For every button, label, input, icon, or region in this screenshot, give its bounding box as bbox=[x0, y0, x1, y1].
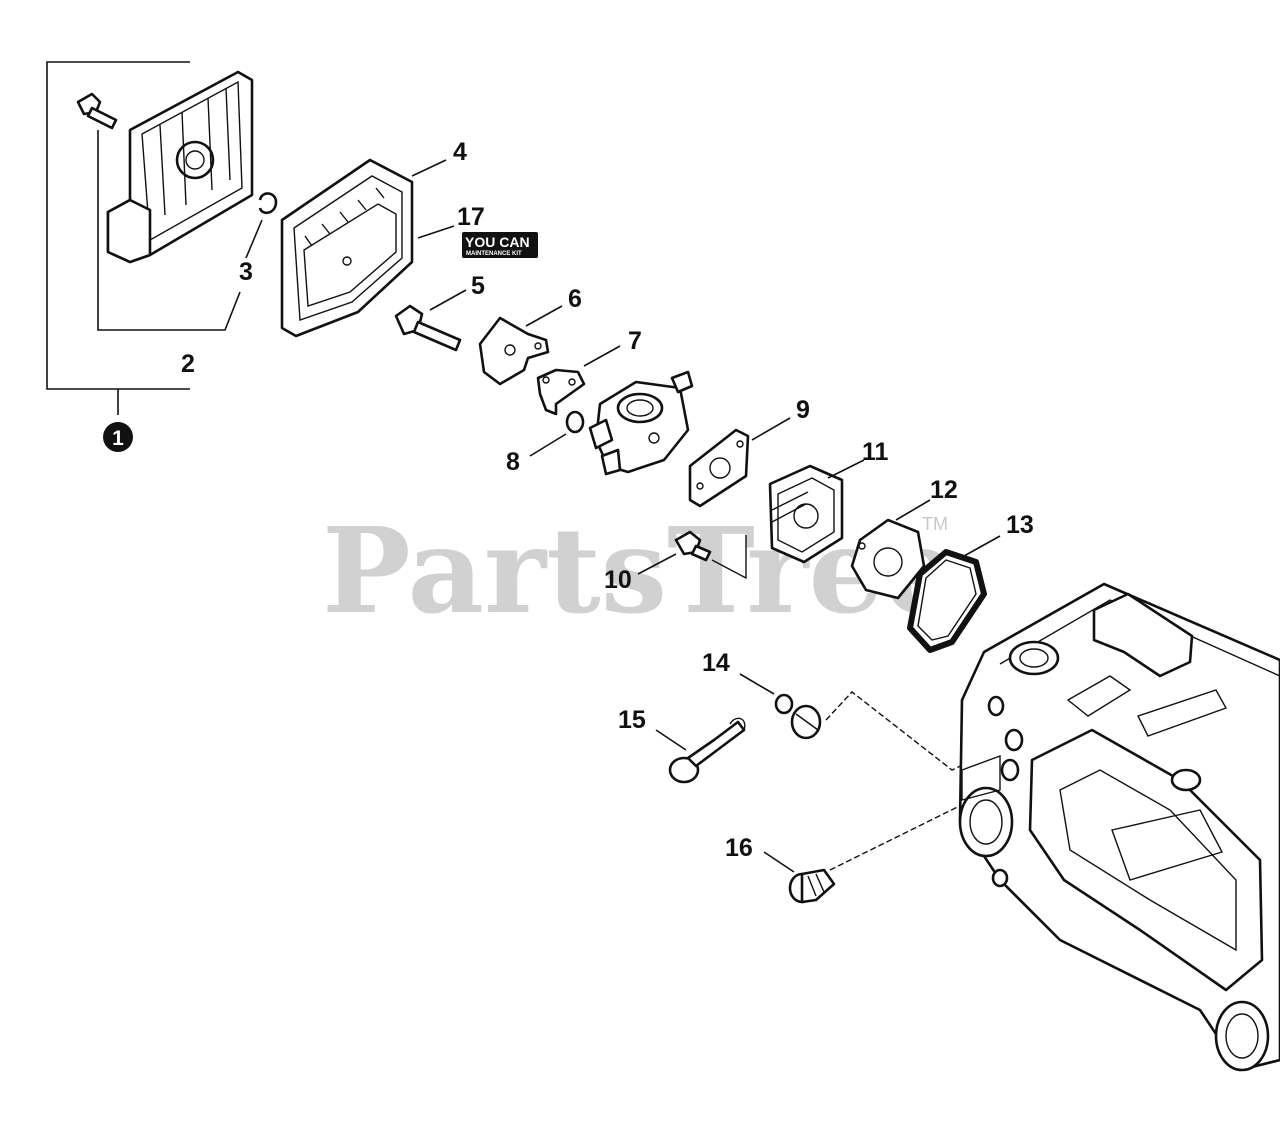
screw-part-10[interactable] bbox=[674, 530, 747, 580]
carburetor[interactable] bbox=[588, 370, 694, 476]
plate-part-7[interactable] bbox=[536, 368, 586, 416]
screw-part-5[interactable] bbox=[394, 304, 462, 352]
air-filter-part-4[interactable] bbox=[280, 158, 414, 338]
callout-12: 12 bbox=[930, 476, 958, 504]
callout-7: 7 bbox=[628, 327, 642, 355]
callout-15: 15 bbox=[618, 706, 646, 734]
air-filter-cover[interactable] bbox=[106, 70, 254, 264]
plug-part-16[interactable] bbox=[788, 785, 1001, 904]
primer-part-15[interactable] bbox=[668, 717, 746, 784]
kit-badge-line2: MAINTENANCE KIT bbox=[466, 251, 522, 257]
callout-8: 8 bbox=[506, 448, 520, 476]
gasket-part-12[interactable] bbox=[850, 518, 926, 600]
callout-6: 6 bbox=[568, 285, 582, 313]
callout-10: 10 bbox=[604, 566, 632, 594]
callout-1-label: 1 bbox=[112, 427, 124, 450]
bracket-part-6[interactable] bbox=[478, 316, 550, 386]
callout-11: 11 bbox=[862, 438, 889, 466]
callout-1: 1 bbox=[103, 422, 133, 452]
callout-5: 5 bbox=[471, 272, 485, 300]
callout-14: 14 bbox=[702, 649, 730, 677]
callout-2: 2 bbox=[181, 350, 195, 378]
kit-badge-line1: YOU CAN bbox=[465, 234, 530, 250]
callout-16: 16 bbox=[725, 834, 753, 862]
callout-4: 4 bbox=[453, 138, 467, 166]
callout-9: 9 bbox=[796, 396, 810, 424]
leader-lines bbox=[411, 159, 1001, 873]
callout-13: 13 bbox=[1006, 511, 1034, 539]
clip-part-3[interactable] bbox=[245, 192, 278, 259]
engine-housing bbox=[958, 582, 1280, 1072]
callout-3: 3 bbox=[239, 258, 253, 286]
spring-part-14[interactable] bbox=[774, 691, 991, 771]
maintenance-kit-badge: YOU CAN MAINTENANCE KIT bbox=[462, 232, 538, 258]
gasket-part-9[interactable] bbox=[688, 428, 750, 508]
watermark-trademark: TM bbox=[922, 514, 948, 534]
insulator-part-11[interactable] bbox=[768, 464, 844, 564]
callout-17: 17 bbox=[457, 203, 485, 231]
screw-part-2[interactable] bbox=[76, 92, 118, 130]
assembly-brackets bbox=[46, 61, 241, 415]
o-ring-part-8[interactable] bbox=[565, 410, 585, 434]
watermark-text: PartsTree bbox=[322, 501, 959, 640]
seal-part-13[interactable] bbox=[907, 549, 987, 653]
